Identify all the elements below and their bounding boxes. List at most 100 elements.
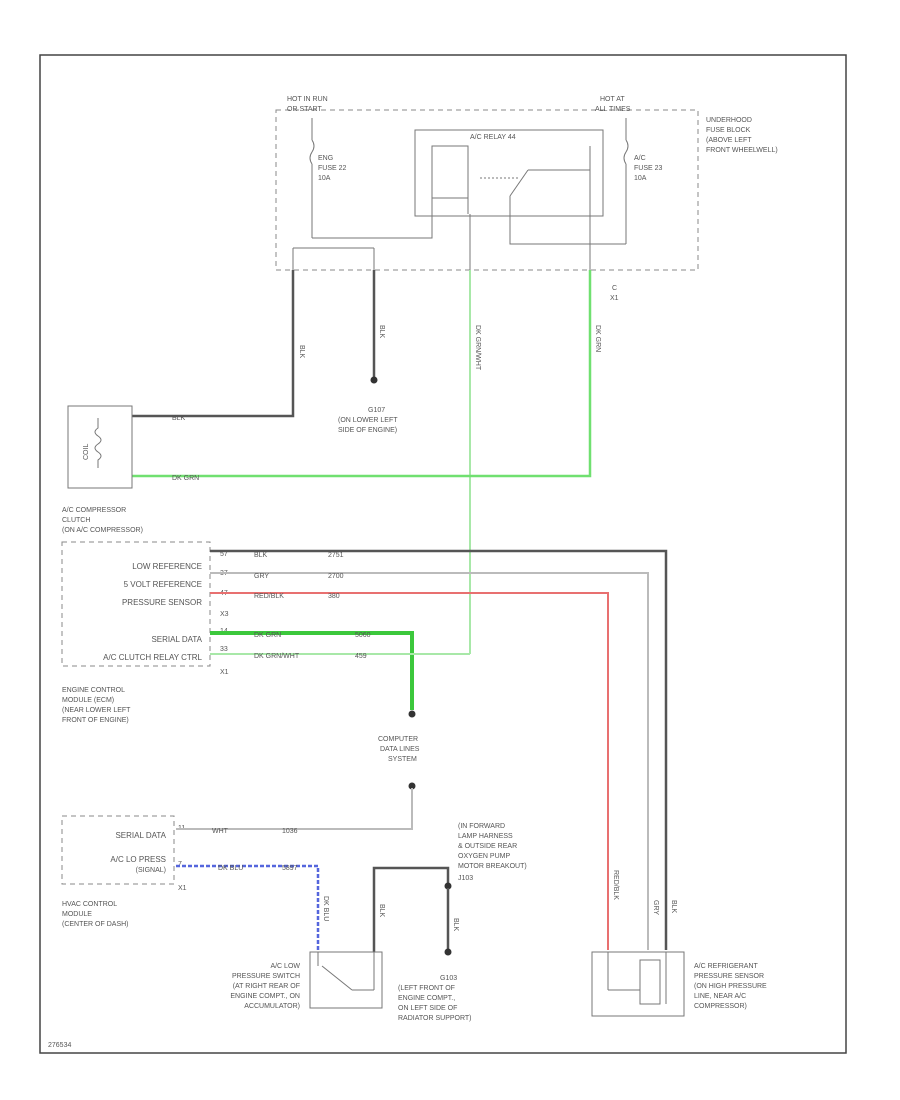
refrigerant-pressure-sensor: RED/BLK GRY BLK A/C REFRIGERANT PRESSURE… <box>591 870 767 1017</box>
splice-j103 <box>444 882 452 890</box>
hvac-pin-name-0: SERIAL DATA <box>115 831 166 840</box>
relay-label: A/C RELAY 44 <box>470 134 516 141</box>
fuse-block-connector-c: C <box>612 285 617 292</box>
hot-all-times-line1: HOT AT <box>600 96 625 103</box>
fuse-left-line2: FUSE 22 <box>318 165 347 172</box>
switch-box <box>309 951 383 1009</box>
diagram-frame <box>39 54 847 1054</box>
g103-line4: ON LEFT SIDE OF <box>398 1005 457 1012</box>
forward-lamp-3: & OUTSIDE REAR <box>458 843 517 850</box>
low-pressure-switch: A/C LOW PRESSURE SWITCH (AT RIGHT REAR O… <box>230 951 383 1010</box>
ecm-pin-name-0: LOW REFERENCE <box>132 562 202 571</box>
hot-run-start-line2: OR START <box>287 106 322 113</box>
fuse-block-location-2: FUSE BLOCK <box>706 127 751 134</box>
sensor-box <box>591 951 685 1017</box>
wire-ecm-5v-ref <box>210 572 649 950</box>
wire-hvac-lo-press <box>176 864 320 952</box>
ecm-connector-top: X3 <box>220 611 229 618</box>
hvac-outline <box>61 815 175 885</box>
lps-label-1: A/C LOW <box>270 963 300 970</box>
hvac-label-1: HVAC CONTROL <box>62 901 117 908</box>
lps-label-3: (AT RIGHT REAR OF <box>233 983 300 990</box>
sensor-wire-color-1: GRY <box>652 900 659 915</box>
wire-dkgrn-to-clutch <box>130 270 592 478</box>
wire-ecm-low-ref <box>210 549 668 950</box>
wire-w2-label: BLK <box>378 325 385 339</box>
ecm-label-4: FRONT OF ENGINE) <box>62 717 129 724</box>
ecm-label-2: MODULE (ECM) <box>62 697 114 704</box>
ecm-pin-num-4: 33 <box>220 646 228 653</box>
fuse-left-to-relay <box>312 214 433 239</box>
ground-g103-dot <box>444 948 452 956</box>
hvac-wire-circuit-0: 1036 <box>282 828 298 835</box>
fuse-block-location-4: FRONT WHEELWELL) <box>706 147 778 154</box>
ecm-wire-circuit-0: 2751 <box>328 552 344 559</box>
fuse-block-location-3: (ABOVE LEFT <box>706 137 752 144</box>
forward-lamp-1: (IN FORWARD <box>458 823 505 830</box>
hvac-pin-name-1: A/C LO PRESS <box>110 855 166 864</box>
data-link-top-dot <box>408 710 416 718</box>
ecm-pin-name-1: 5 VOLT REFERENCE <box>124 580 202 589</box>
forward-lamp-4: OXYGEN PUMP <box>458 853 510 860</box>
ecm-wire-color-3: DK GRN <box>254 632 281 639</box>
hvac-label-3: (CENTER OF DASH) <box>62 921 129 928</box>
fuse-right-line3: 10A <box>634 175 647 182</box>
hvac-pin-num-1: 7 <box>178 861 182 868</box>
wire-w3-label: DK GRN/WHT <box>474 325 481 371</box>
fuse-right-line2: FUSE 23 <box>634 165 663 172</box>
sensor-label-5: COMPRESSOR) <box>694 1003 747 1010</box>
ecm-pin-name-2: PRESSURE SENSOR <box>122 598 202 607</box>
clutch-label-2: CLUTCH <box>62 517 90 524</box>
g103-line3: ENGINE COMPT., <box>398 995 455 1002</box>
ecm-wire-color-1: GRY <box>254 573 269 580</box>
hvac-wire-color-1: DK BLU <box>218 865 243 872</box>
data-link-line2: DATA LINES <box>380 746 420 753</box>
clutch-coil-symbol <box>94 418 102 468</box>
fuse-block-location-1: UNDERHOOD <box>706 117 752 124</box>
lps-label-5: ACCUMULATOR) <box>244 1003 300 1010</box>
g103-line5: RADIATOR SUPPORT) <box>398 1015 472 1022</box>
ecm-wire-circuit-4: 459 <box>355 653 367 660</box>
underhood-fuse-block: HOT IN RUN OR START HOT AT ALL TIMES UND… <box>275 96 778 302</box>
ecm-wire-circuit-1: 2700 <box>328 573 344 580</box>
forward-lamp-6: J103 <box>458 875 473 882</box>
compressor-clutch: COIL BLK DK GRN A/C COMPRESSOR CLUTCH (O… <box>62 405 199 534</box>
clutch-label-1: A/C COMPRESSOR <box>62 507 126 514</box>
fuse-right-to-relay <box>509 214 626 245</box>
ecm-label-1: ENGINE CONTROL <box>62 687 125 694</box>
fuse-right-line1: A/C <box>634 155 646 162</box>
forward-lamp-2: LAMP HARNESS <box>458 833 513 840</box>
wire-w4-label: DK GRN <box>594 325 601 352</box>
fuse-right-symbol <box>623 139 629 165</box>
ecm-connector-bottom: X1 <box>220 669 229 676</box>
data-link-line1: COMPUTER <box>378 736 418 743</box>
hvac-label-2: MODULE <box>62 911 92 918</box>
hvac-pin-sub: (SIGNAL) <box>136 867 166 874</box>
fuse-left-line3: 10A <box>318 175 331 182</box>
switch-arm <box>321 965 353 991</box>
footer-id: 276534 <box>48 1042 71 1049</box>
ecm-pin-name-4: A/C CLUTCH RELAY CTRL <box>103 653 202 662</box>
clutch-wire-blk-label: BLK <box>172 415 186 422</box>
sensor-label-3: (ON HIGH PRESSURE <box>694 983 767 990</box>
fuse-block-outline <box>275 109 699 271</box>
engine-control-module: LOW REFERENCE 5 VOLT REFERENCE PRESSURE … <box>61 541 229 724</box>
sensor-wire-color-0: RED/BLK <box>612 870 619 900</box>
g107-line1: G107 <box>368 407 385 414</box>
hvac-control-module: SERIAL DATA A/C LO PRESS (SIGNAL) 11 7 X… <box>61 815 187 928</box>
relay-switch-arm <box>509 169 529 197</box>
relay-box <box>414 129 604 217</box>
clutch-label-3: (ON A/C COMPRESSOR) <box>62 527 143 534</box>
wire-ecm-pressure <box>210 592 609 950</box>
hvac-wire-color-0: WHT <box>212 828 229 835</box>
clutch-coil-text: COIL <box>83 444 90 460</box>
relay-coil <box>431 145 469 199</box>
ecm-wire-color-4: DK GRN/WHT <box>254 653 300 660</box>
fuse-left-line1: ENG <box>318 155 333 162</box>
sensor-label-1: A/C REFRIGERANT <box>694 963 759 970</box>
g103-line2: (LEFT FRONT OF <box>398 985 455 992</box>
hot-run-start-line1: HOT IN RUN <box>287 96 328 103</box>
clutch-box <box>67 405 133 489</box>
hot-all-times-line2: ALL TIMES <box>595 106 631 113</box>
